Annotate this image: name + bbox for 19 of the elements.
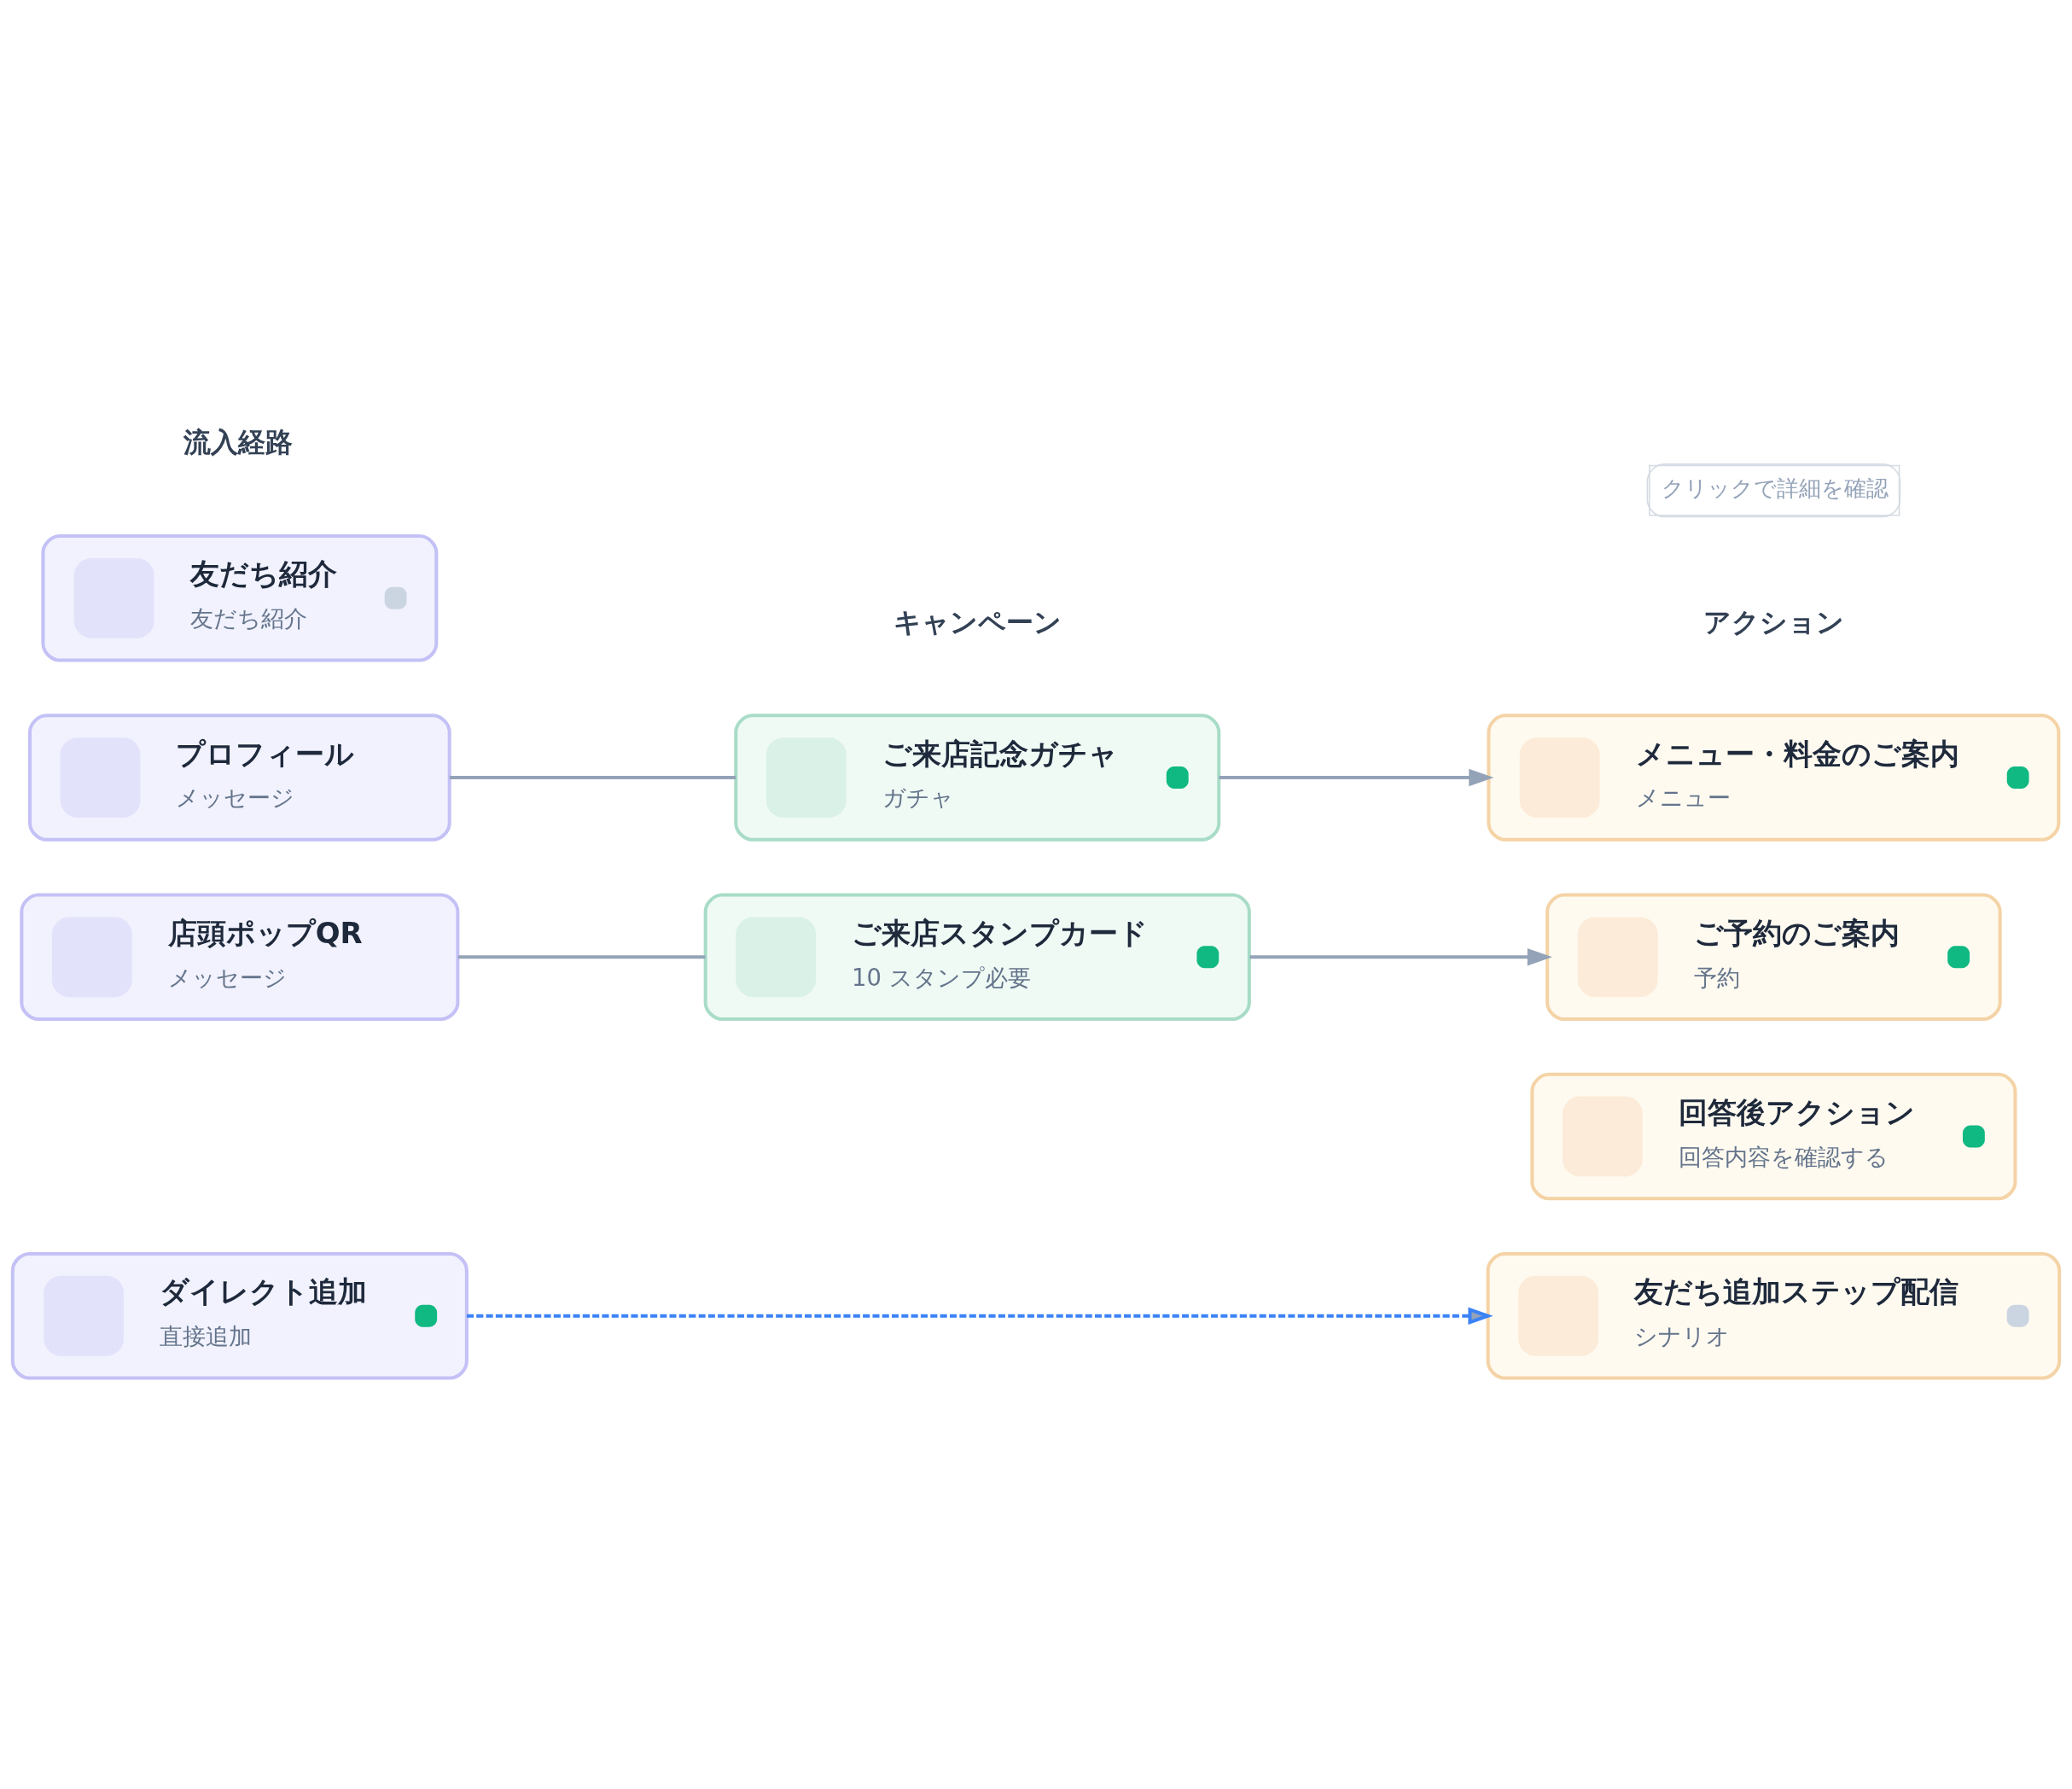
label: キャンペーン <box>893 605 1062 638</box>
arrow <box>1219 768 1494 786</box>
connector <box>449 775 736 779</box>
node-box: 友だち紹介 友だち紹介 <box>41 533 439 662</box>
label: 流入経路 <box>183 425 293 458</box>
node-box: 友だち追加ステップ配信 シナリオ <box>1486 1251 2062 1380</box>
connector <box>457 954 706 959</box>
node-box: ご予約のご案内 予約 <box>1545 893 2002 1021</box>
node-box: ご来店記念ガチャ ガチャ <box>734 713 1221 842</box>
arrow <box>1249 947 1552 965</box>
arrow <box>467 1307 1493 1325</box>
node-box: ダイレクト追加 直接追加 <box>10 1251 469 1380</box>
node-box: プロフィール メッセージ <box>28 713 451 842</box>
label: アクション <box>1702 605 1844 638</box>
node-box: ご来店スタンプカード 10 スタンプ必要 <box>703 893 1251 1021</box>
node-box: 店頭ポップQR メッセージ <box>20 893 460 1021</box>
node-box: メニュー・料金のご案内 メニュー <box>1487 713 2061 842</box>
label: クリックで詳細を確認 <box>1662 475 1889 501</box>
node-box: 回答後アクション 回答内容を確認する <box>1530 1072 2017 1200</box>
